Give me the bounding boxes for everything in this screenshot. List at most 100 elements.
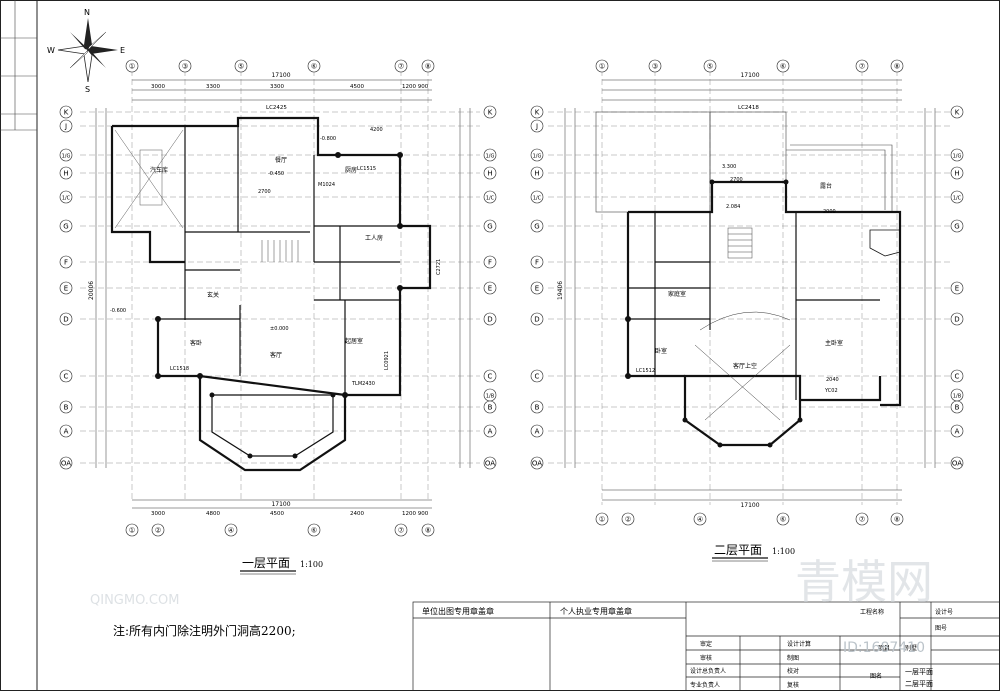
- axis-bubble-circle: [307, 523, 321, 537]
- axis-bubble-circle: [693, 512, 707, 526]
- axis-bubble: G: [954, 223, 959, 231]
- axis-bubble: 1/B: [486, 394, 495, 400]
- axis-bubble: ⑧: [894, 63, 900, 71]
- axis-bubble-circle: [483, 166, 497, 180]
- axis-bubble-circle: [483, 105, 497, 119]
- axis-bubble: 1/B: [953, 394, 962, 400]
- axis-bubble: ⑤: [707, 63, 713, 71]
- axis-bubble: C: [955, 373, 960, 381]
- axis-bubble-circle: [595, 512, 609, 526]
- axis-bubble-circle: [59, 424, 73, 438]
- axis-bubble: C: [535, 373, 540, 381]
- axis-bubble-circle: [950, 456, 964, 470]
- project-name-label: 工程名称: [860, 608, 884, 616]
- item-value: 别墅: [905, 644, 917, 652]
- axis-bubble: ⑧: [425, 63, 431, 71]
- plan1-label: 2700: [258, 189, 271, 195]
- title-block: [412, 601, 1000, 691]
- axis-bubble: ③: [652, 63, 658, 71]
- room-guest: 客卧: [190, 339, 202, 347]
- axis-bubble: ①: [129, 527, 135, 535]
- axis-bubble-circle: [890, 512, 904, 526]
- axis-bubble-circle: [950, 148, 964, 162]
- axis-bubble-circle: [59, 255, 73, 269]
- axis-bubble-circle: [855, 512, 869, 526]
- axis-bubble-circle: [394, 523, 408, 537]
- axis-bubble: ⑧: [425, 527, 431, 535]
- axis-bubble-circle: [125, 523, 139, 537]
- title-row-b: 复核: [787, 681, 799, 689]
- axis-bubble: ②: [155, 527, 161, 535]
- axis-bubble-circle: [530, 424, 544, 438]
- axis-bubble-circle: [421, 59, 435, 73]
- axis-bubble: K: [955, 109, 960, 117]
- axis-bubble-circle: [234, 59, 248, 73]
- axis-bubble: ①: [599, 63, 605, 71]
- axis-bubble: A: [64, 428, 69, 436]
- axis-bubble: D: [487, 316, 492, 324]
- axis-bubble-circle: [483, 424, 497, 438]
- axis-bubble: ⑥: [780, 63, 786, 71]
- axis-bubble: C: [64, 373, 69, 381]
- plan1-top-dim: 900: [418, 84, 429, 90]
- axis-bubble-circle: [530, 281, 544, 295]
- plan1-bottom-dim: 3000: [151, 511, 165, 517]
- axis-bubble: ⑥: [311, 63, 317, 71]
- axis-bubble: K: [488, 109, 493, 117]
- axis-bubble-circle: [59, 312, 73, 326]
- plan1-label: -0.450: [268, 171, 284, 177]
- plan1-label: C2721: [436, 259, 442, 275]
- axis-bubble-circle: [59, 456, 73, 470]
- plan2-label: 2700: [730, 177, 743, 183]
- axis-bubble-circle: [483, 400, 497, 414]
- room-family-room: 家庭室: [668, 290, 686, 298]
- axis-bubble: A: [955, 428, 960, 436]
- axis-bubble-circle: [950, 190, 964, 204]
- plan1-title: 一层平面: [242, 556, 290, 570]
- axis-bubble-circle: [125, 59, 139, 73]
- plan1-bottom-dim: 900: [418, 511, 429, 517]
- axis-bubble: ⑧: [894, 516, 900, 524]
- axis-bubble: E: [955, 285, 959, 293]
- drawing-name-label: 图名: [870, 672, 882, 680]
- plan1-bottom-total: 17100: [271, 501, 290, 508]
- plan2-label: 2040: [826, 377, 839, 383]
- title-row-b: 设计计算: [787, 640, 811, 648]
- axis-bubble: D: [63, 316, 68, 324]
- axis-bubble: A: [535, 428, 540, 436]
- axis-bubble: ⑦: [859, 516, 865, 524]
- plan1-label: LC0921: [384, 351, 390, 370]
- axis-bubble: H: [63, 170, 68, 178]
- west-label: W: [47, 46, 55, 55]
- axis-bubble: 1/C: [486, 196, 495, 202]
- axis-bubble-circle: [530, 190, 544, 204]
- axis-bubble: ⑥: [780, 516, 786, 524]
- plan1-top-dim: 3300: [206, 84, 220, 90]
- title-row-a: 审核: [700, 654, 712, 662]
- axis-bubble-circle: [307, 59, 321, 73]
- plan1-scale: 1:100: [300, 560, 323, 569]
- plan2-label: YC02: [824, 388, 838, 394]
- plan2-left-total: 19406: [557, 281, 564, 300]
- plan2-scale: 1:100: [772, 547, 795, 556]
- watermark-site: QINGMO.COM: [90, 593, 179, 608]
- axis-bubble: OA: [532, 460, 542, 468]
- axis-bubble: D: [954, 316, 959, 324]
- axis-bubble: ⑥: [311, 527, 317, 535]
- north-label: N: [84, 8, 90, 17]
- axis-bubble-circle: [776, 59, 790, 73]
- room-kitchen: 厨房: [345, 166, 357, 174]
- axis-bubble: G: [63, 223, 68, 231]
- plan1-top-dim: 3300: [270, 84, 284, 90]
- axis-bubble: C: [488, 373, 493, 381]
- axis-bubble: ①: [599, 516, 605, 524]
- axis-bubble: F: [488, 259, 492, 267]
- plan1-top-dim: 1200: [402, 84, 416, 90]
- axis-bubble-circle: [59, 119, 73, 133]
- plan1-label: M1024: [318, 182, 335, 188]
- axis-bubble: K: [535, 109, 540, 117]
- axis-bubble-circle: [950, 424, 964, 438]
- room-master: 主卧室: [825, 339, 843, 347]
